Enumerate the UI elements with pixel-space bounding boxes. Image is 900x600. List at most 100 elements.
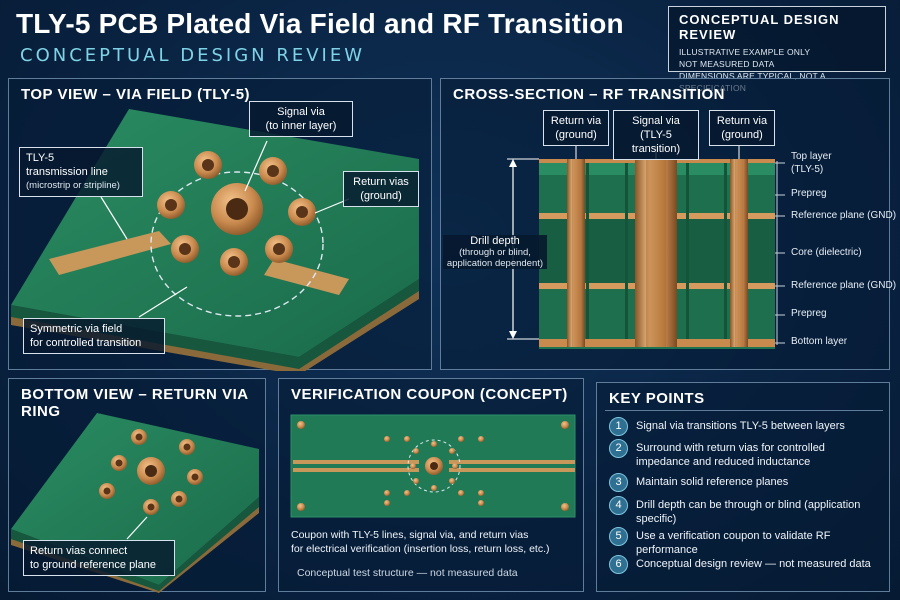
key-points-panel: KEY POINTS 1 Signal via transitions TLY-… xyxy=(596,382,890,592)
coupon-trace-left xyxy=(293,460,419,464)
mounting-hole xyxy=(297,421,305,429)
return-via xyxy=(179,439,195,455)
return-via xyxy=(259,157,287,185)
callout-line: (TLY-5 transition) xyxy=(631,129,681,155)
key-point-number: 5 xyxy=(609,527,628,546)
callout-line: Return vias xyxy=(353,176,409,188)
signal-via-barrel xyxy=(635,159,677,347)
key-point-text: Drill depth can be through or blind (app… xyxy=(636,499,861,525)
key-point-text: Surround with return vias for controlled… xyxy=(636,442,825,468)
cross-section-panel: CROSS-SECTION – RF TRANSITION xyxy=(440,78,896,370)
return-via xyxy=(220,248,248,276)
bottom-view-title: BOTTOM VIEW – RETURN VIA RING xyxy=(21,386,249,420)
coupon-trace-right-b xyxy=(449,468,575,472)
signal-via xyxy=(211,183,263,235)
return-via xyxy=(288,198,316,226)
callout-line: for controlled transition xyxy=(30,337,142,349)
drill-depth-line: (through or blind, xyxy=(459,247,531,258)
layer-label-top-sub: (TLY-5) xyxy=(791,164,824,175)
coupon-note: Conceptual test structure — not measured… xyxy=(297,567,518,579)
key-point-item: 3 Maintain solid reference planes xyxy=(609,473,788,492)
via-field-ring xyxy=(150,171,324,317)
return-via-barrel-left xyxy=(567,159,585,347)
callout-line: Symmetric via field xyxy=(30,323,123,335)
drill-depth-line: application dependent) xyxy=(446,258,544,269)
key-points-title: KEY POINTS xyxy=(609,390,705,407)
key-point-text: Use a verification coupon to validate RF… xyxy=(636,530,831,556)
callout-line: Return via xyxy=(550,115,602,127)
return-via xyxy=(157,191,185,219)
return-vias-callout: Return vias (ground) xyxy=(343,171,419,207)
layer-label-bottom: Bottom layer xyxy=(791,336,848,347)
bottom-view-panel: BOTTOM VIEW – RETURN VIA RING Return via… xyxy=(8,378,266,593)
return-via xyxy=(171,235,199,263)
callout-line: Return vias connect xyxy=(30,545,128,557)
callout-line: (ground) xyxy=(360,190,402,202)
leader-line xyxy=(244,140,268,192)
key-point-item: 5 Use a verification coupon to validate … xyxy=(609,527,885,557)
signal-via-cs-callout: Signal via (TLY-5 transition) xyxy=(613,110,699,160)
drill-depth-label: Drill depth (through or blind, applicati… xyxy=(443,235,547,269)
top-view-title: TOP VIEW – VIA FIELD (TLY-5) xyxy=(21,86,251,103)
key-point-number: 6 xyxy=(609,555,628,574)
layer-label-ref-bottom: Reference plane (GND) xyxy=(791,280,897,291)
key-point-number: 3 xyxy=(609,473,628,492)
review-notice-line: NOT MEASURED DATA xyxy=(679,59,775,69)
callout-line: TLY-5 xyxy=(26,152,55,164)
return-via xyxy=(143,499,159,515)
key-point-number: 1 xyxy=(609,417,628,436)
mounting-hole xyxy=(561,421,569,429)
return-via-left-callout: Return via (ground) xyxy=(543,110,609,146)
review-notice-line: ILLUSTRATIVE EXAMPLE ONLY xyxy=(679,47,811,57)
callout-line: Return via xyxy=(716,115,768,127)
page-subtitle: CONCEPTUAL DESIGN REVIEW xyxy=(20,45,366,66)
callout-line: (microstrip or stripline) xyxy=(26,180,120,191)
callout-line: (ground) xyxy=(555,129,597,141)
key-point-item: 1 Signal via transitions TLY-5 between l… xyxy=(609,417,845,436)
signal-via xyxy=(137,457,165,485)
layer-label-prepreg: Prepreg xyxy=(791,188,827,199)
return-via-barrel-right xyxy=(730,159,748,347)
coupon-panel: VERIFICATION COUPON (CONCEPT) Coupon wit… xyxy=(278,378,584,592)
key-point-item: 6 Conceptual design review — not measure… xyxy=(609,555,885,574)
coupon-title: VERIFICATION COUPON (CONCEPT) xyxy=(291,386,568,403)
leader-line xyxy=(100,196,128,240)
callout-line: (ground) xyxy=(721,129,763,141)
review-notice-title: CONCEPTUAL DESIGN REVIEW xyxy=(679,12,840,42)
callout-line: transmission line xyxy=(26,166,108,178)
coupon-signal-via xyxy=(425,457,443,475)
key-point-item: 2 Surround with return vias for controll… xyxy=(609,439,881,469)
return-via xyxy=(99,483,115,499)
return-via xyxy=(187,469,203,485)
cross-section-title: CROSS-SECTION – RF TRANSITION xyxy=(453,86,726,103)
return-via xyxy=(171,491,187,507)
signal-via-callout: Signal via (to inner layer) xyxy=(249,101,353,137)
coupon-via-ring xyxy=(407,439,461,493)
callout-line: to ground reference plane xyxy=(30,559,156,571)
layer-label-prepreg-bottom: Prepreg xyxy=(791,308,827,319)
callout-line: Signal via xyxy=(632,115,680,127)
drill-depth-line: Drill depth xyxy=(470,235,520,247)
layer-label-core: Core (dielectric) xyxy=(791,247,862,258)
key-point-number: 4 xyxy=(609,496,628,515)
leader-line xyxy=(138,286,188,318)
key-point-text: Maintain solid reference planes xyxy=(636,476,789,488)
key-point-item: 4 Drill depth can be through or blind (a… xyxy=(609,496,885,526)
coupon-description-1: Coupon with TLY-5 lines, signal via, and… xyxy=(291,529,529,541)
callout-line: (to inner layer) xyxy=(265,120,337,132)
coupon-board xyxy=(290,414,576,518)
page-title: TLY-5 PCB Plated Via Field and RF Transi… xyxy=(16,8,624,39)
coupon-illustration xyxy=(290,414,576,518)
layer-label-top: Top layer xyxy=(791,151,832,162)
coupon-trace-right xyxy=(449,460,575,464)
coupon-trace-left-b xyxy=(293,468,419,472)
return-via xyxy=(111,455,127,471)
return-via xyxy=(194,151,222,179)
cross-section-illustration xyxy=(507,145,785,349)
symmetric-via-callout: Symmetric via field for controlled trans… xyxy=(23,318,165,354)
top-view-panel: TOP VIEW – VIA FIELD (TLY-5) xyxy=(8,78,432,371)
return-via xyxy=(265,235,293,263)
review-notice-box: CONCEPTUAL DESIGN REVIEW ILLUSTRATIVE EX… xyxy=(668,6,886,93)
mounting-hole xyxy=(561,503,569,511)
trace-left xyxy=(49,231,171,275)
